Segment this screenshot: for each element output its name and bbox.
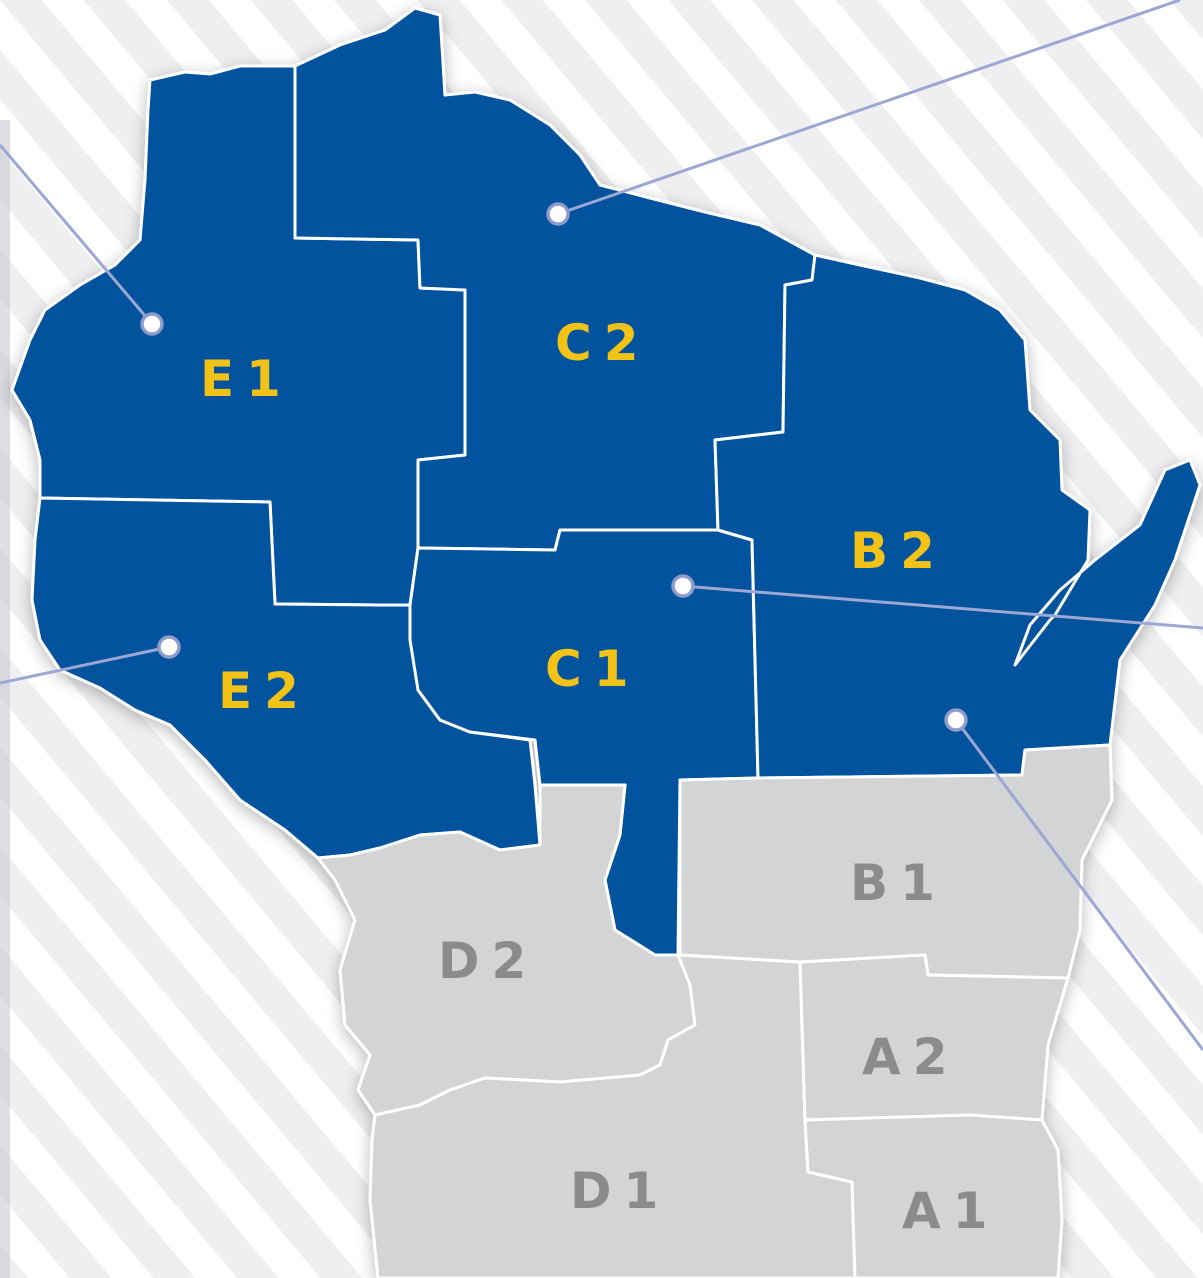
region-label-a1: A1: [902, 1182, 1000, 1240]
location-marker-e2[interactable]: [157, 635, 181, 659]
leader-line-c2: [557, 0, 1181, 216]
left-edge-shadow: [0, 120, 10, 1278]
leader-line-c1: [682, 584, 1203, 630]
region-label-c1: C1: [545, 640, 640, 698]
region-label-d2: D2: [438, 932, 538, 990]
region-label-b2: B2: [850, 522, 947, 580]
leader-line-e2: [0, 645, 170, 685]
location-marker-b2[interactable]: [944, 708, 968, 732]
leader-line-e1: [0, 144, 154, 325]
region-label-e2: E2: [218, 662, 311, 720]
region-b2[interactable]: [713, 253, 1202, 780]
location-marker-c2[interactable]: [546, 202, 570, 226]
region-label-d1: D1: [570, 1162, 670, 1220]
region-label-b1: B1: [850, 854, 947, 912]
leader-line-b2: [954, 719, 1203, 1051]
region-label-e1: E1: [200, 350, 293, 408]
location-marker-c1[interactable]: [671, 574, 695, 598]
region-a1[interactable]: [803, 1113, 1064, 1278]
region-label-c2: C2: [555, 314, 650, 372]
location-marker-e1[interactable]: [140, 312, 164, 336]
region-label-a2: A2: [862, 1028, 960, 1086]
region-d1[interactable]: [368, 953, 857, 1278]
regions-layer: [10, 6, 1202, 1278]
region-labels: E1 E2 C2 C1 B2 B1 D2 D1 A2 A1: [200, 314, 1000, 1240]
location-markers: [140, 202, 968, 732]
leader-lines: [0, 0, 1203, 1051]
